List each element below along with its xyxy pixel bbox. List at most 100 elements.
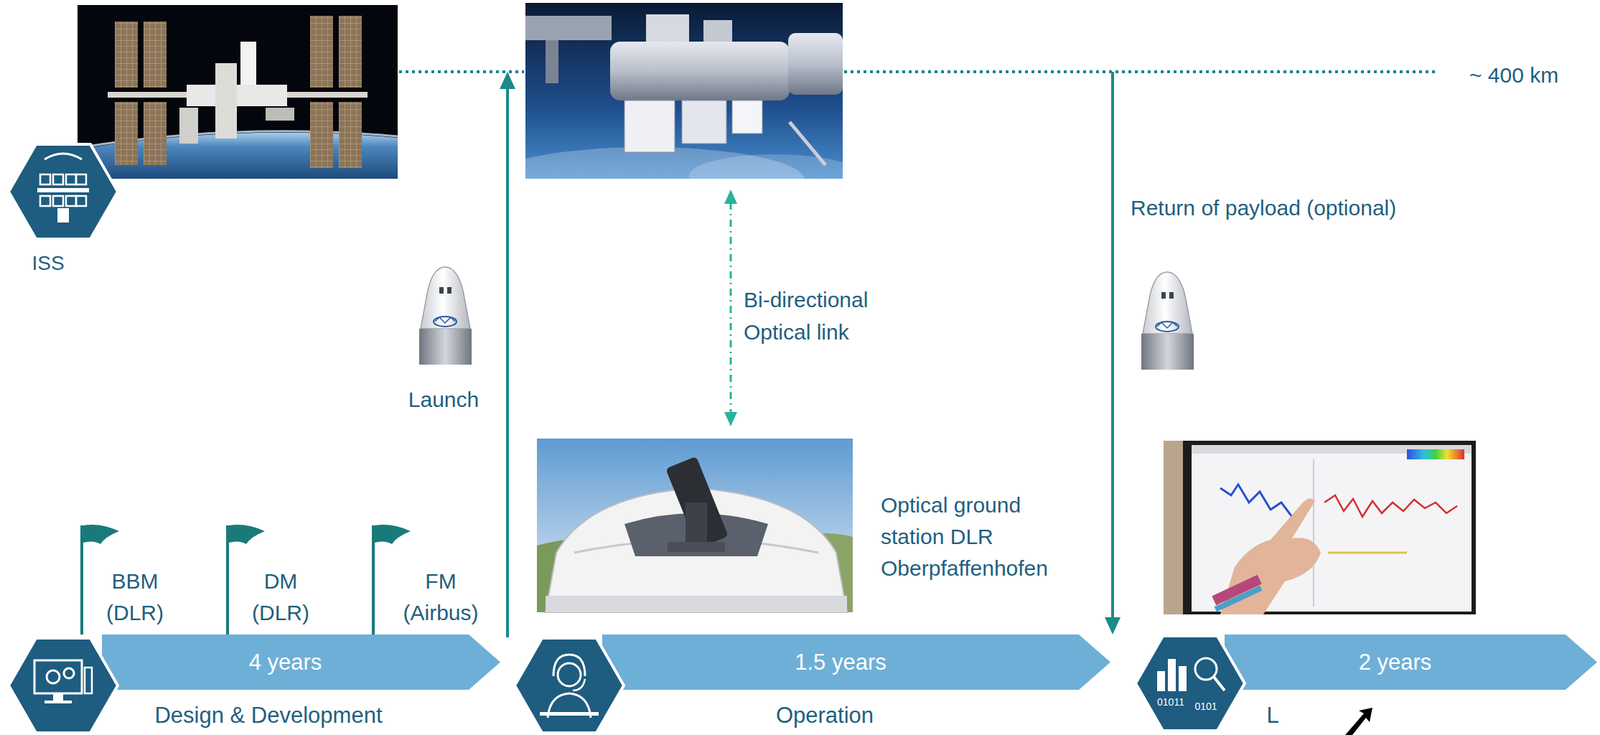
operation-hexagon-icon: [553, 654, 586, 677]
analysis-photo: [1312, 459, 1315, 607]
phase-name: L: [1093, 702, 1453, 729]
optical-link-arrow: [724, 189, 738, 427]
phase-duration: 2 years: [1224, 634, 1566, 690]
launch-label: Launch: [386, 386, 502, 413]
orbit-line: [399, 71, 1439, 73]
orbit-line: [399, 70, 525, 74]
orbit-line: [844, 70, 1439, 74]
analysis-hexagon-icon: [1135, 635, 1245, 731]
iss-photo: [338, 101, 362, 168]
analysis-photo: [1163, 440, 1476, 615]
milestone-flag: [80, 525, 84, 635]
milestone-flag: [83, 524, 120, 545]
iss-photo: [310, 15, 334, 88]
analysis-photo: [1182, 440, 1476, 615]
analysis-hexagon-icon: [1178, 666, 1187, 692]
iss-photo: [240, 41, 257, 85]
iss-photo: [310, 101, 334, 168]
station-photo: [788, 33, 843, 95]
altitude-label: ~ 400 km: [1469, 62, 1559, 89]
return-arrow: [1104, 617, 1121, 635]
design-hexagon-icon: [34, 660, 82, 694]
station-photo: [703, 20, 733, 42]
phase-bar: 2 yearsL: [1224, 634, 1598, 690]
iss-hexagon-icon: [37, 188, 90, 193]
ground-station-photo: [536, 438, 853, 613]
station-photo: [545, 40, 559, 84]
design-hexagon-icon: [53, 693, 64, 701]
ground-station-photo: [574, 540, 819, 554]
binary-digits: 0101: [1190, 700, 1222, 713]
operation-hexagon-icon: [547, 693, 591, 718]
phase-duration: 4 years: [101, 634, 469, 690]
analysis-photo: [1406, 449, 1465, 460]
iss-hexagon-icon: [76, 195, 87, 207]
milestone-label: DM (DLR): [243, 565, 318, 629]
operation-hexagon-icon: [514, 638, 624, 733]
ground-station-photo: [545, 488, 848, 613]
ground-station-label: Optical ground station DLR Oberpfaffenho…: [880, 489, 1076, 585]
design-hexagon-icon: [46, 670, 60, 684]
milestone-flag: [371, 525, 375, 635]
analysis-hexagon-icon: [1157, 671, 1166, 692]
analysis-photo: [1220, 484, 1303, 517]
link-label: Bi-directional Optical link: [743, 283, 909, 349]
optical-link-arrow: [724, 412, 738, 427]
operation-hexagon-icon: [514, 638, 624, 733]
iss-photo: [143, 21, 167, 88]
phase-name: Operation: [645, 702, 1005, 729]
design-hexagon-icon: [84, 667, 92, 694]
station-photo: [488, 2, 862, 212]
station-label: ISS: [5, 250, 92, 277]
cursor-mark: [1345, 707, 1373, 735]
iss-photo: [114, 21, 138, 88]
capsule-icon: [419, 267, 472, 365]
station-photo: [610, 41, 790, 101]
iss-photo: [114, 101, 138, 166]
station-photo: [646, 14, 690, 42]
phase-bar: 4 yearsDesign & Development: [101, 634, 501, 690]
iss-hexagon-icon: [8, 144, 118, 240]
analysis-photo: [1327, 551, 1407, 555]
capsule-icon: [1141, 272, 1194, 370]
ground-station-photo: [665, 456, 729, 549]
analysis-hexagon-icon: [1195, 658, 1217, 680]
station-photo: [789, 122, 826, 166]
launch-arrow: [506, 84, 509, 638]
return-label: Return of payload (optional): [1130, 195, 1397, 222]
phase-name: Design & Development: [89, 702, 448, 729]
iss-hexagon-icon: [53, 174, 64, 185]
analysis-photo: [1163, 440, 1476, 615]
operation-hexagon-icon: [557, 663, 581, 687]
phase-bar: 1.5 yearsOperation: [602, 634, 1111, 690]
iss-photo: [265, 107, 295, 121]
iss-hexagon-icon: [57, 208, 69, 223]
iss-photo: [215, 63, 237, 139]
milestone-label: BBM (DLR): [97, 565, 173, 629]
milestone-flag: [226, 525, 229, 635]
design-hexagon-icon: [44, 700, 72, 704]
iss-hexagon-icon: [44, 153, 82, 160]
station-photo: [525, 15, 612, 41]
launch-arrow: [499, 71, 516, 638]
iss-hexagon-icon: [53, 195, 64, 207]
iss-photo: [338, 15, 362, 88]
analysis-photo: [1191, 445, 1472, 612]
phase-chevron: [101, 634, 501, 690]
ground-station-photo: [545, 595, 848, 613]
iss-hexagon-icon: [40, 174, 51, 185]
milestone-flag: [80, 524, 411, 635]
iss-photo: [179, 107, 199, 144]
analysis-photo: [1324, 495, 1458, 517]
station-photo: [689, 154, 862, 198]
design-hexagon-icon: [8, 638, 118, 733]
milestone-flag: [374, 524, 411, 545]
operation-hexagon-icon: [539, 712, 599, 716]
analysis-hexagon-icon: [1213, 676, 1225, 691]
iss-hexagon-icon: [40, 195, 51, 207]
phase-chevron: [602, 634, 1111, 690]
